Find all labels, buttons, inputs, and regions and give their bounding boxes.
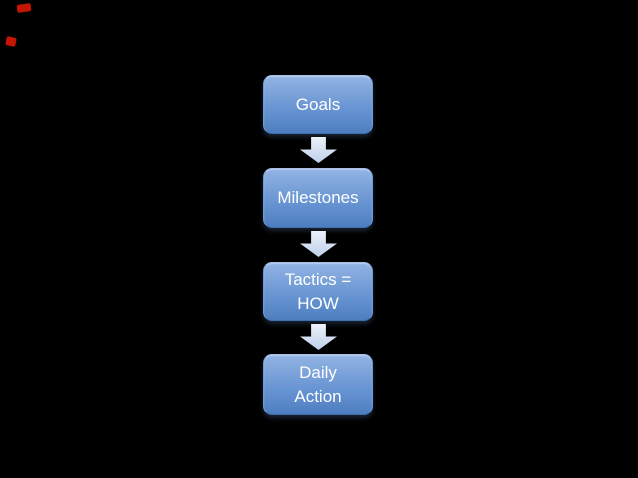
flow-box-tactics-label-line1: Tactics = [284,269,352,289]
flow-box-milestones-label: Milestones [277,188,359,207]
down-arrow-icon [300,324,337,350]
flow-box-goals-label: Goals [295,94,341,114]
flow-box-daily-action-label-line1: Daily [299,362,337,382]
down-arrow-icon [300,231,337,257]
flow-box-goals: Goals [263,75,373,134]
flow-box-daily-action-label-line2: Action [294,386,342,406]
red-annotation-mark-1 [16,3,32,13]
flow-box-tactics-label-line2: HOW [297,293,339,313]
down-arrow-icon [300,137,337,163]
flow-box-milestones: Milestones [263,168,373,228]
red-annotation-mark-2 [5,36,17,47]
flow-box-tactics: Tactics = HOW [263,262,373,321]
flow-box-daily-action: Daily Action [263,354,373,415]
